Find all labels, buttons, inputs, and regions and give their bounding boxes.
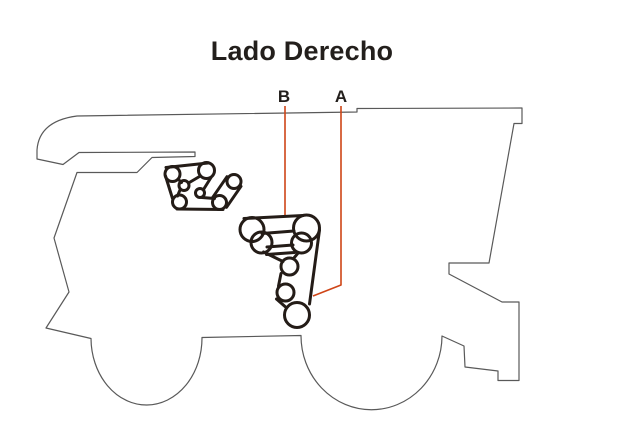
pulley-lower: [290, 231, 313, 255]
pulley-lower: [292, 213, 321, 243]
belt-segment-upper: [202, 176, 213, 191]
belt-segment-upper: [187, 175, 201, 185]
belt-segment-upper: [225, 184, 243, 209]
pulley-upper: [194, 187, 206, 199]
pulley-lower: [279, 256, 300, 277]
belt-segment-lower: [308, 228, 321, 306]
belt-segment-lower: [275, 297, 287, 308]
label-a: A: [334, 87, 348, 106]
belt-segment-lower: [277, 272, 283, 288]
belt-segment-lower: [262, 250, 285, 263]
pulley-upper: [177, 179, 191, 192]
diagram-title: Lado Derecho: [210, 36, 394, 66]
pulley-lower: [249, 230, 274, 255]
pulley-upper: [225, 173, 243, 190]
pulley-lower: [275, 282, 296, 303]
pulley-upper: [163, 165, 182, 183]
pulley-upper: [211, 194, 228, 211]
pulley-lower: [283, 301, 311, 329]
leader-line-a: [312, 106, 342, 297]
pulley-upper: [171, 193, 188, 211]
belt-segment-upper: [211, 175, 229, 200]
pulley-upper: [197, 161, 216, 180]
machine-outline: [36, 107, 523, 411]
label-b: B: [277, 87, 291, 106]
